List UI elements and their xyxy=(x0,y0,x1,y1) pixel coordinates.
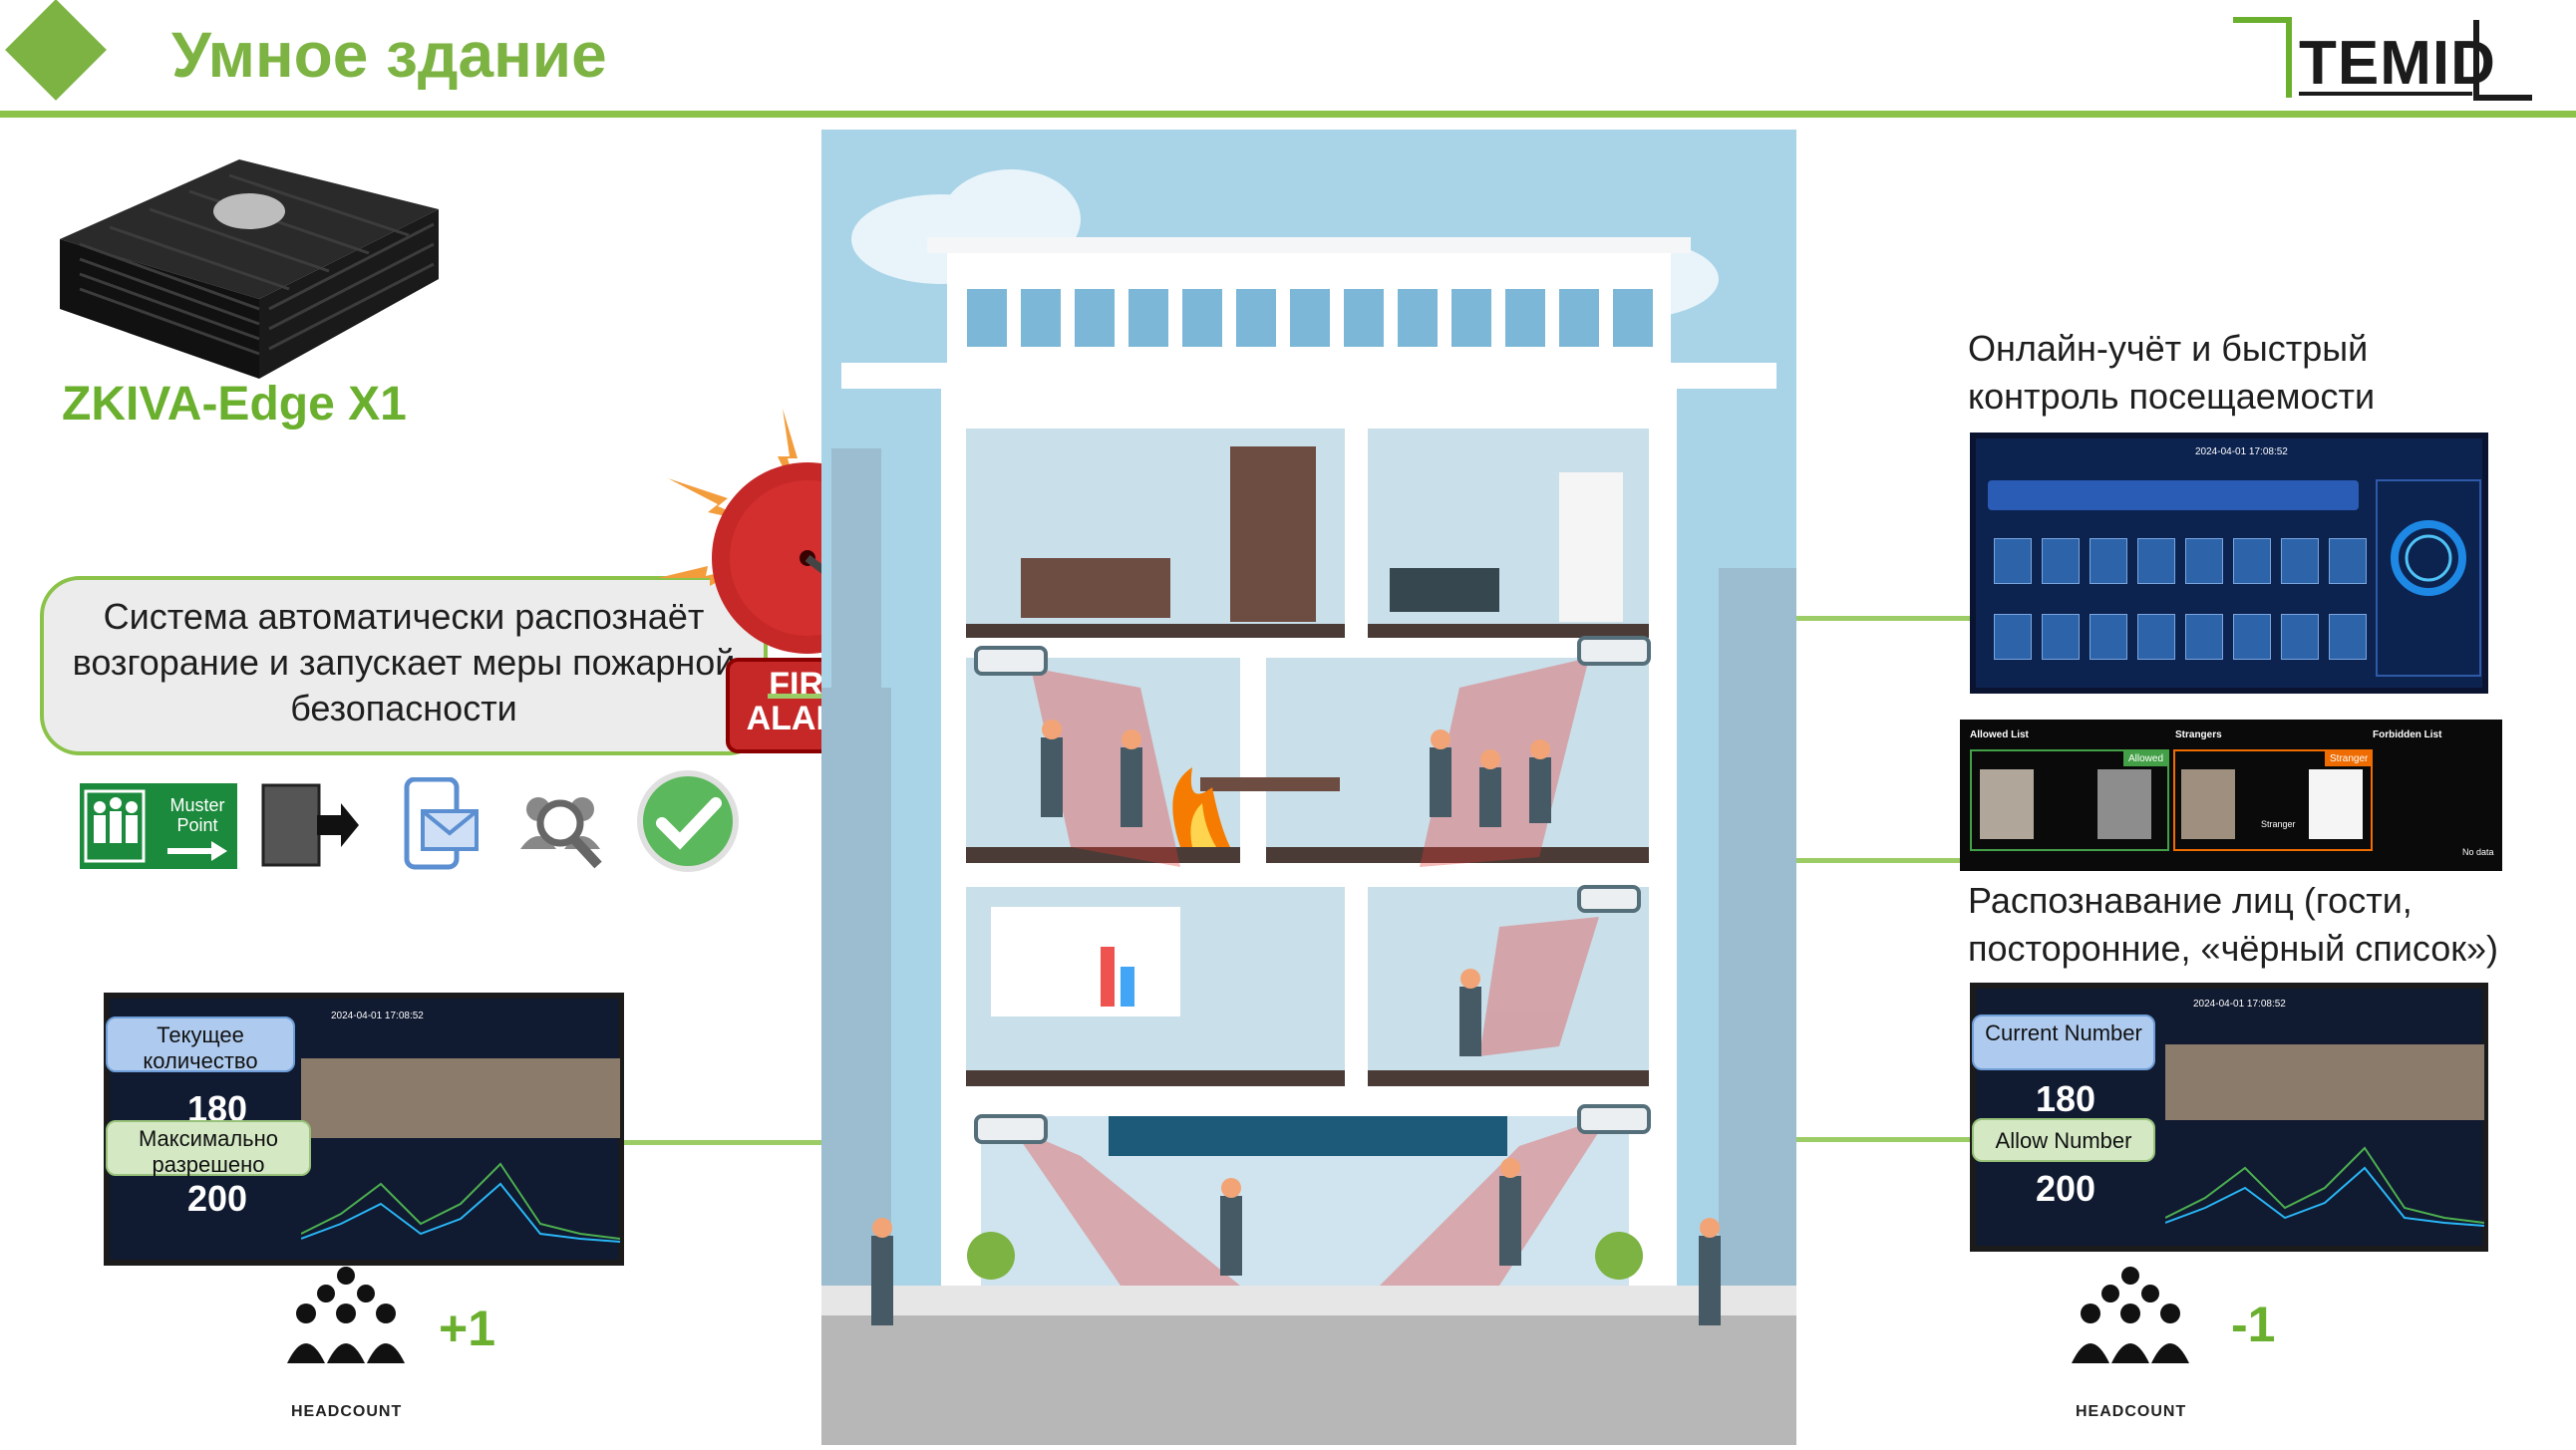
right-allow-label: Allow Number xyxy=(1972,1118,2155,1162)
logo-frame-icon xyxy=(2233,17,2532,101)
arrow-right-icon xyxy=(167,841,227,861)
allowed-list-label: Allowed List xyxy=(1970,729,2029,740)
muster-label-2: Point xyxy=(176,815,218,835)
connector-attendance xyxy=(1645,616,1970,621)
left-headcount-label: HEADCOUNT xyxy=(291,1403,403,1420)
left-headcount-icon xyxy=(287,1267,405,1363)
allowed-face-photo xyxy=(1980,769,2034,839)
smart-building-illustration xyxy=(821,130,1796,1445)
left-counter-time: 2024-04-01 17:08:52 xyxy=(331,1011,424,1021)
stranger-placeholder-photo xyxy=(2309,769,2363,839)
left-max-label: Максимально разрешено xyxy=(106,1120,311,1177)
muster-point-sign: Muster Point xyxy=(80,783,237,869)
connector-left-counter xyxy=(624,1140,953,1145)
stranger-card: Stranger Stranger xyxy=(2173,749,2374,851)
brand-logo: TEMID xyxy=(2229,14,2532,104)
attendance-caption-line-2: контроль посещаемости xyxy=(1968,376,2376,417)
connector-right-counter xyxy=(1695,1137,1974,1142)
muster-label-1: Muster xyxy=(169,795,225,815)
face-caption-line-1: Распознавание лиц (гости, xyxy=(1968,880,2413,921)
attendance-screen-time: 2024-04-01 17:08:52 xyxy=(2195,446,2288,457)
right-headcount-delta: -1 xyxy=(2231,1297,2276,1352)
left-max-number: 200 xyxy=(187,1178,248,1219)
right-counter-time: 2024-04-01 17:08:52 xyxy=(2193,999,2286,1010)
header-divider xyxy=(0,111,2576,118)
stranger-face-photo xyxy=(2181,769,2235,839)
face-recognition-screen: Allowed List Strangers Forbidden List Al… xyxy=(1960,720,2502,871)
header-diamond-icon xyxy=(5,0,107,101)
mobile-notification-icon xyxy=(404,777,479,870)
left-counter-line-chart xyxy=(301,1162,620,1243)
stranger-caption: Stranger xyxy=(2261,819,2296,829)
right-allow-number: 200 xyxy=(2036,1168,2096,1209)
right-current-label: Current Number xyxy=(1972,1015,2155,1070)
page-title: Умное здание xyxy=(171,19,607,91)
allowed-capture-photo xyxy=(2097,769,2151,839)
fire-callout-box xyxy=(40,576,768,755)
no-data-label: No data xyxy=(2462,847,2494,857)
exit-door-icon xyxy=(261,783,359,867)
attendance-caption-line-1: Онлайн-учёт и быстрый xyxy=(1968,328,2369,369)
check-circle-icon xyxy=(637,770,739,872)
attendance-header-bar xyxy=(1988,480,2359,510)
right-current-number: 180 xyxy=(2036,1078,2096,1119)
connector-face xyxy=(1655,858,1960,863)
fire-callout-text: Система автоматически распознаёт возгора… xyxy=(72,596,736,728)
attendance-gauge-icon xyxy=(2376,479,2481,677)
allowed-card: Allowed xyxy=(1970,749,2169,851)
stranger-tag: Stranger xyxy=(2325,751,2374,766)
right-counter-line-chart xyxy=(2165,1146,2484,1227)
right-headcount-label: HEADCOUNT xyxy=(2076,1403,2187,1420)
left-camera-feed xyxy=(301,1058,620,1138)
attendance-dashboard-screen: 2024-04-01 17:08:52 xyxy=(1970,433,2488,694)
device-name: ZKIVA-Edge X1 xyxy=(62,378,407,431)
edge-device-image xyxy=(50,149,439,379)
forbidden-list-label: Forbidden List xyxy=(2373,729,2442,740)
left-current-label: Текущее количество xyxy=(106,1016,295,1073)
allowed-tag: Allowed xyxy=(2123,751,2169,766)
right-headcount-icon xyxy=(2072,1267,2189,1363)
strangers-label: Strangers xyxy=(2175,729,2222,740)
right-camera-feed xyxy=(2165,1044,2484,1120)
left-headcount-delta: +1 xyxy=(439,1301,496,1356)
face-caption-line-2: посторонние, «чёрный список») xyxy=(1968,928,2499,969)
search-people-icon xyxy=(520,797,602,869)
muster-people-icon xyxy=(84,789,146,863)
logo-text: TEMID xyxy=(2299,29,2496,98)
